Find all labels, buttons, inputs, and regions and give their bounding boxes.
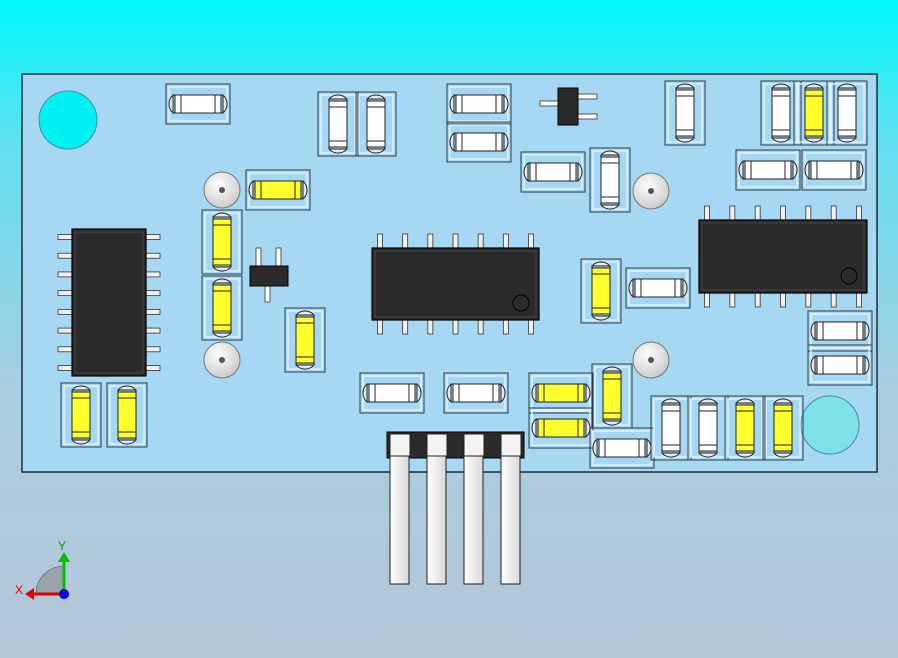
ic-soic-right[interactable] [698,205,868,308]
smd-capacitor[interactable] [580,258,622,324]
axis-triad: X Y [15,539,70,600]
smd-resistor[interactable] [443,372,509,414]
smd-capacitor[interactable] [762,395,804,461]
header-pins[interactable] [386,431,525,585]
header-pin-4[interactable] [500,433,522,585]
smd-resistor[interactable] [625,267,691,309]
smd-resistor[interactable] [355,91,397,157]
transistor-sot23-mid[interactable] [249,247,289,303]
smd-capacitor[interactable] [245,169,311,211]
smd-capacitor[interactable] [201,209,243,275]
smd-resistor[interactable] [760,80,802,146]
smd-capacitor[interactable] [724,395,766,461]
smd-resistor[interactable] [446,121,512,163]
smd-resistor[interactable] [589,147,631,213]
test-pad-2 [203,341,241,379]
mounting-hole-left [38,90,98,150]
smd-capacitor[interactable] [793,80,835,146]
smd-resistor[interactable] [826,80,868,146]
smd-capacitor[interactable] [284,307,326,373]
test-pad-1 [203,171,241,209]
test-pad-3 [632,172,670,210]
ultrasonic-hole-right [800,395,860,455]
smd-components [60,80,873,469]
smd-capacitor[interactable] [201,275,243,341]
smd-capacitor[interactable] [591,363,633,429]
header-pin-3[interactable] [463,433,485,585]
header-pin-2[interactable] [426,433,448,585]
smd-resistor[interactable] [735,149,801,191]
smd-resistor[interactable] [807,310,873,352]
header-pin-1[interactable] [389,433,411,585]
x-axis-arrow [25,588,34,600]
test-pad-4 [632,341,670,379]
smd-resistor[interactable] [801,149,867,191]
smd-resistor[interactable] [359,372,425,414]
ic-soic-center[interactable] [371,233,540,335]
ic-soic-left[interactable] [57,228,161,377]
y-axis-label: Y [58,539,66,553]
smd-capacitor[interactable] [106,382,148,448]
smd-resistor[interactable] [317,91,359,157]
smd-resistor[interactable] [520,151,586,193]
smd-resistor[interactable] [807,344,873,386]
smd-capacitor[interactable] [528,372,594,414]
smd-capacitor[interactable] [60,382,102,448]
x-axis-label: X [15,583,23,597]
smd-resistor[interactable] [664,80,706,146]
z-axis-dot [59,589,69,599]
smd-resistor[interactable] [165,83,231,125]
transistor-sot23-top[interactable] [539,87,598,126]
y-axis-arrow [58,552,70,562]
smd-resistor[interactable] [650,395,692,461]
smd-resistor[interactable] [446,83,512,125]
